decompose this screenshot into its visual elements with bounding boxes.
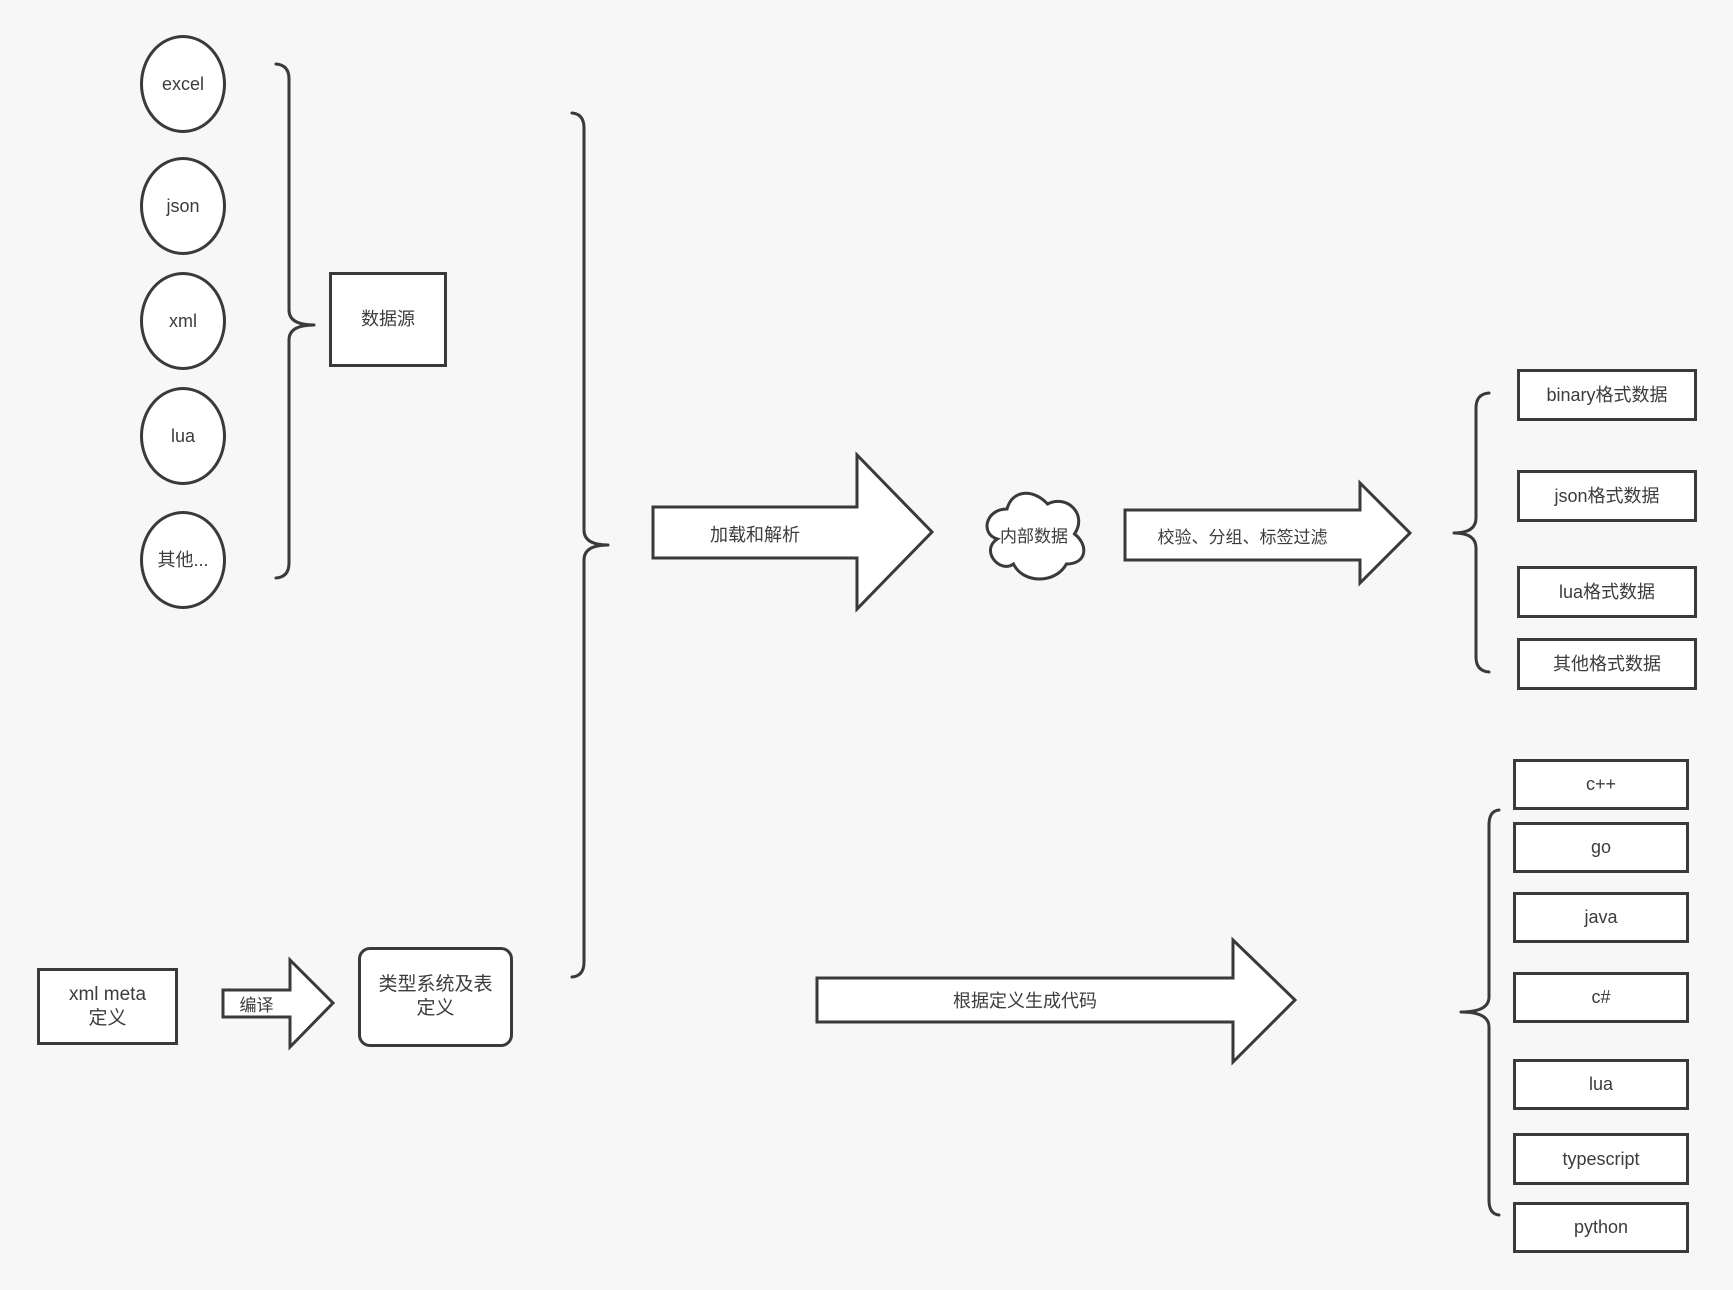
type-system-box: 类型系统及表定义 [358, 947, 513, 1047]
format-box-json: json格式数据 [1517, 470, 1697, 522]
internal-data-cloud [985, 491, 1086, 581]
formats-brace [1452, 391, 1491, 674]
format-box-lua: lua格式数据 [1517, 566, 1697, 618]
language-box-cpp: c++ [1513, 759, 1689, 810]
language-box-java: java [1513, 892, 1689, 943]
xml-meta-box: xml meta定义 [37, 968, 178, 1045]
inputs-big-brace [570, 111, 610, 979]
codegen-arrow [815, 936, 1298, 1066]
source-node-json: json [140, 157, 226, 255]
format-box-other: 其他格式数据 [1517, 638, 1697, 690]
compile-arrow [221, 956, 336, 1051]
languages-brace [1459, 808, 1501, 1217]
load-parse-arrow [651, 451, 935, 613]
source-node-other: 其他... [140, 511, 226, 609]
sources-group-brace [274, 62, 316, 580]
language-box-lua: lua [1513, 1059, 1689, 1110]
filter-arrow [1123, 479, 1413, 587]
format-box-binary: binary格式数据 [1517, 369, 1697, 421]
language-box-typescript: typescript [1513, 1133, 1689, 1185]
language-box-csharp: c# [1513, 972, 1689, 1023]
language-box-go: go [1513, 822, 1689, 873]
source-node-lua: lua [140, 387, 226, 485]
source-node-xml: xml [140, 272, 226, 370]
data-source-box: 数据源 [329, 272, 447, 367]
language-box-python: python [1513, 1202, 1689, 1253]
source-node-excel: excel [140, 35, 226, 133]
